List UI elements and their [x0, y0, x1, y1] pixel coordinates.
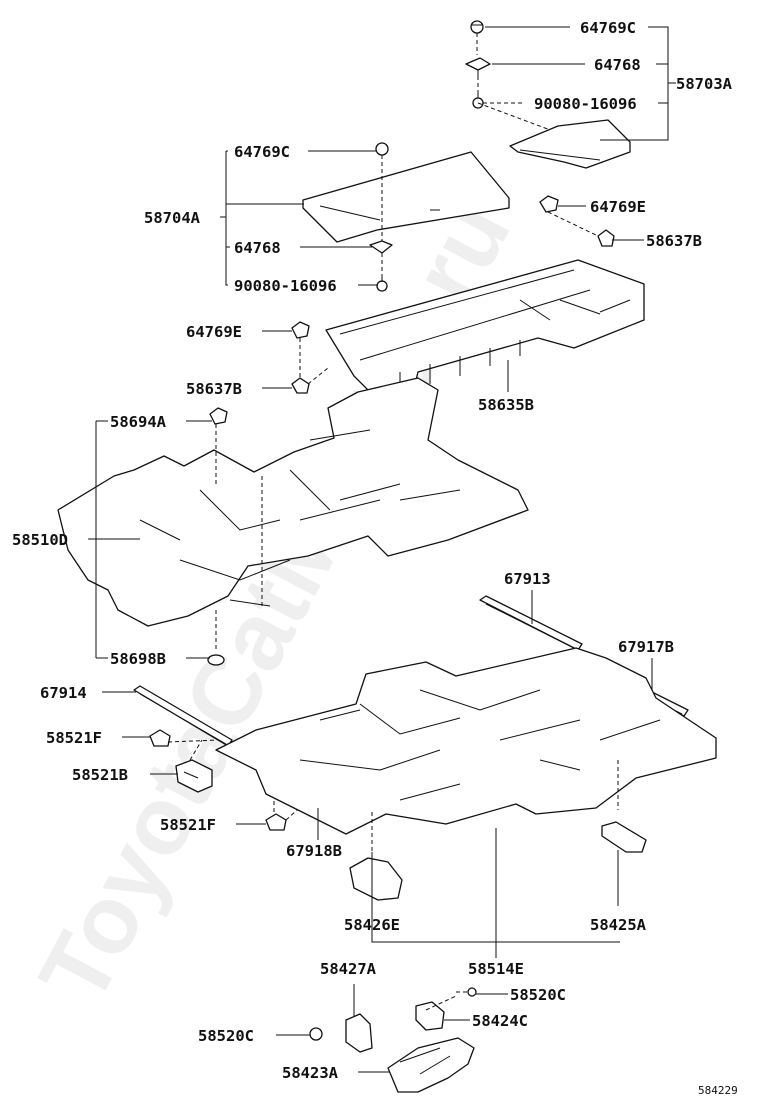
label-58521F-top: 58521F [46, 729, 102, 747]
clip-58637B-right-part[interactable] [597, 229, 615, 247]
label-58520C-right: 58520C [510, 986, 566, 1004]
label-90080-16096-mid: 90080-16096 [234, 277, 337, 295]
label-58423A: 58423A [282, 1064, 339, 1082]
foot-rest-58425A-part[interactable] [601, 821, 647, 853]
diagram-code: 584229 [698, 1084, 738, 1097]
clip-58694A-part[interactable] [209, 407, 228, 425]
label-67917B: 67917B [618, 638, 674, 656]
label-58426E: 58426E [344, 916, 400, 934]
label-64768-mid: 64768 [234, 239, 281, 257]
clip-64768-top-part[interactable] [465, 57, 491, 76]
label-58698B: 58698B [110, 650, 166, 668]
label-64769E-right: 64769E [590, 198, 646, 216]
label-67918B: 67918B [286, 842, 342, 860]
clip-58520C-right-part[interactable] [467, 987, 477, 997]
clip-58698B-part[interactable] [207, 654, 225, 666]
label-64769C-top: 64769C [580, 19, 636, 37]
bracket-58424C-part[interactable] [415, 1001, 445, 1031]
label-64768-top: 64768 [594, 56, 641, 74]
label-58637B-left: 58637B [186, 380, 242, 398]
label-64769E-left: 64769E [186, 323, 242, 341]
label-58427A: 58427A [320, 960, 377, 978]
screw-90080-mid-part[interactable] [376, 274, 388, 292]
deck-board-58703A-part[interactable] [509, 119, 631, 169]
label-58521F-bottom: 58521F [160, 816, 216, 834]
clip-64769C-mid-part[interactable] [375, 142, 389, 156]
heel-pad-58426E-part[interactable] [349, 857, 403, 901]
label-90080-16096-top: 90080-16096 [534, 95, 637, 113]
deck-board-58704A-part[interactable] [302, 151, 510, 243]
bracket-58521B-part[interactable] [175, 759, 213, 793]
sill-plate-67914-part[interactable] [133, 685, 233, 747]
clip-64768-mid-part[interactable] [369, 240, 393, 254]
label-67914: 67914 [40, 684, 87, 702]
clip-64769C-top-part[interactable] [470, 20, 484, 34]
label-58424C: 58424C [472, 1012, 528, 1030]
front-floor-carpet-58514E-part[interactable] [215, 647, 717, 835]
clip-58521F-bottom-part[interactable] [265, 813, 287, 831]
label-58637B-right: 58637B [646, 232, 702, 250]
clip-58637B-left-part[interactable] [291, 377, 310, 394]
label-58704A: 58704A [144, 209, 201, 227]
rear-floor-carpet-58510D-part[interactable] [57, 377, 529, 627]
label-58635B: 58635B [478, 396, 534, 414]
sill-plate-67913-part[interactable] [479, 595, 583, 651]
label-58514E: 58514E [468, 960, 524, 978]
clip-64769E-left-part[interactable] [291, 321, 310, 339]
label-64769C-mid: 64769C [234, 143, 290, 161]
label-58510D: 58510D [12, 531, 68, 549]
label-58694A: 58694A [110, 413, 167, 431]
label-58703A: 58703A [676, 75, 733, 93]
clip-58520C-left-part[interactable] [309, 1027, 323, 1041]
label-58425A: 58425A [590, 916, 647, 934]
clip-58521F-top-part[interactable] [149, 729, 171, 747]
label-58520C-left: 58520C [198, 1027, 254, 1045]
duct-58423A-part[interactable] [387, 1037, 475, 1093]
label-58521B: 58521B [72, 766, 128, 784]
bracket-58427A-part[interactable] [345, 1013, 373, 1053]
clip-64769E-right-part[interactable] [539, 195, 559, 213]
label-67913: 67913 [504, 570, 551, 588]
